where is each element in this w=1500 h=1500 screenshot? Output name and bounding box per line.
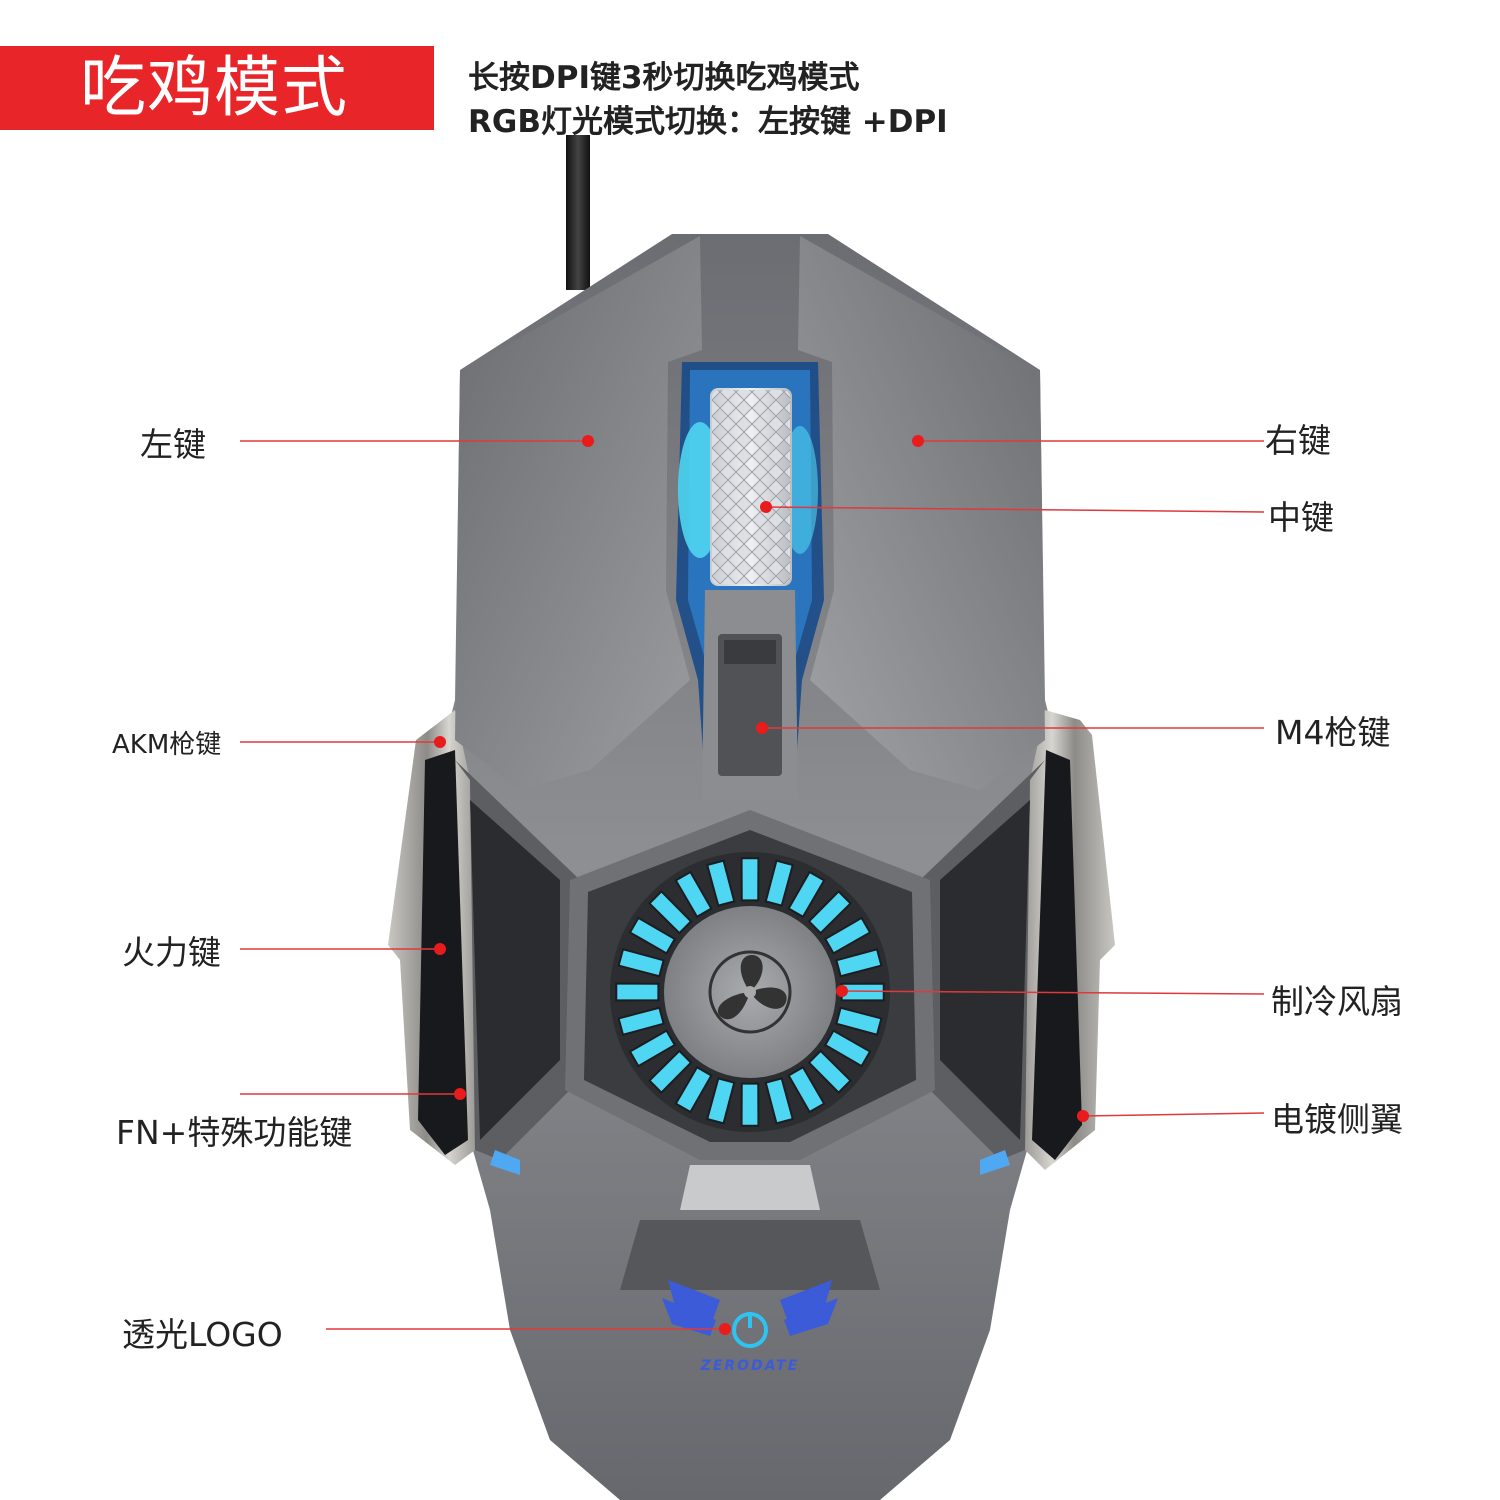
fan-blade [807,890,852,935]
fan-icon [717,955,787,1020]
fan-blade [706,1077,736,1125]
fan-blade [617,948,665,978]
m4-key [718,634,782,776]
fan-blade [648,1049,693,1094]
fan-blade [648,890,693,935]
label-fn-key: FN+特殊功能键 [116,1113,353,1152]
logo-text: ZERODATE [700,1358,800,1374]
fan-blade [835,1006,883,1036]
fan-blade [787,1065,826,1114]
mode-banner [0,46,434,130]
label-cooling-fan: 制冷风扇 [1271,982,1403,1021]
fan-blade [706,859,736,907]
dpi-note: 长按DPI键3秒切换吃鸡模式 [468,60,860,96]
fan-blade [628,1029,677,1068]
rgb-note: RGB灯光模式切换：左按键 +DPI [468,104,948,140]
fan-blade [628,916,677,955]
fan-blade [674,1065,713,1114]
right-button [798,236,1045,790]
fan-blade [615,982,660,1002]
fan-blade [740,1082,760,1127]
fan-blade [807,1049,852,1094]
fan-blade [823,1029,872,1068]
label-right-button: 右键 [1265,421,1331,460]
fan-blade [840,982,885,1002]
cooling-fan [610,852,890,1132]
zerodate-logo: ZERODATE [662,1280,838,1374]
fan-blade [674,870,713,919]
label-left-button: 左键 [140,425,206,464]
fan-blade [764,859,794,907]
label-middle-button: 中键 [1268,498,1334,537]
fan-blade [764,1077,794,1125]
left-button [455,236,702,790]
mode-title: 吃鸡模式 [80,49,348,126]
label-fire-key: 火力键 [122,933,221,972]
fan-blade [835,948,883,978]
fan-blade [823,916,872,955]
label-m4-key: M4枪键 [1275,713,1391,752]
cable [566,135,590,290]
label-logo: 透光LOGO [122,1315,283,1354]
fan-blade [787,870,826,919]
label-plated-wing: 电镀侧翼 [1271,1100,1403,1139]
fan-blade [617,1006,665,1036]
label-akm-key: AKM枪键 [112,730,222,760]
fan-blade [740,857,760,902]
